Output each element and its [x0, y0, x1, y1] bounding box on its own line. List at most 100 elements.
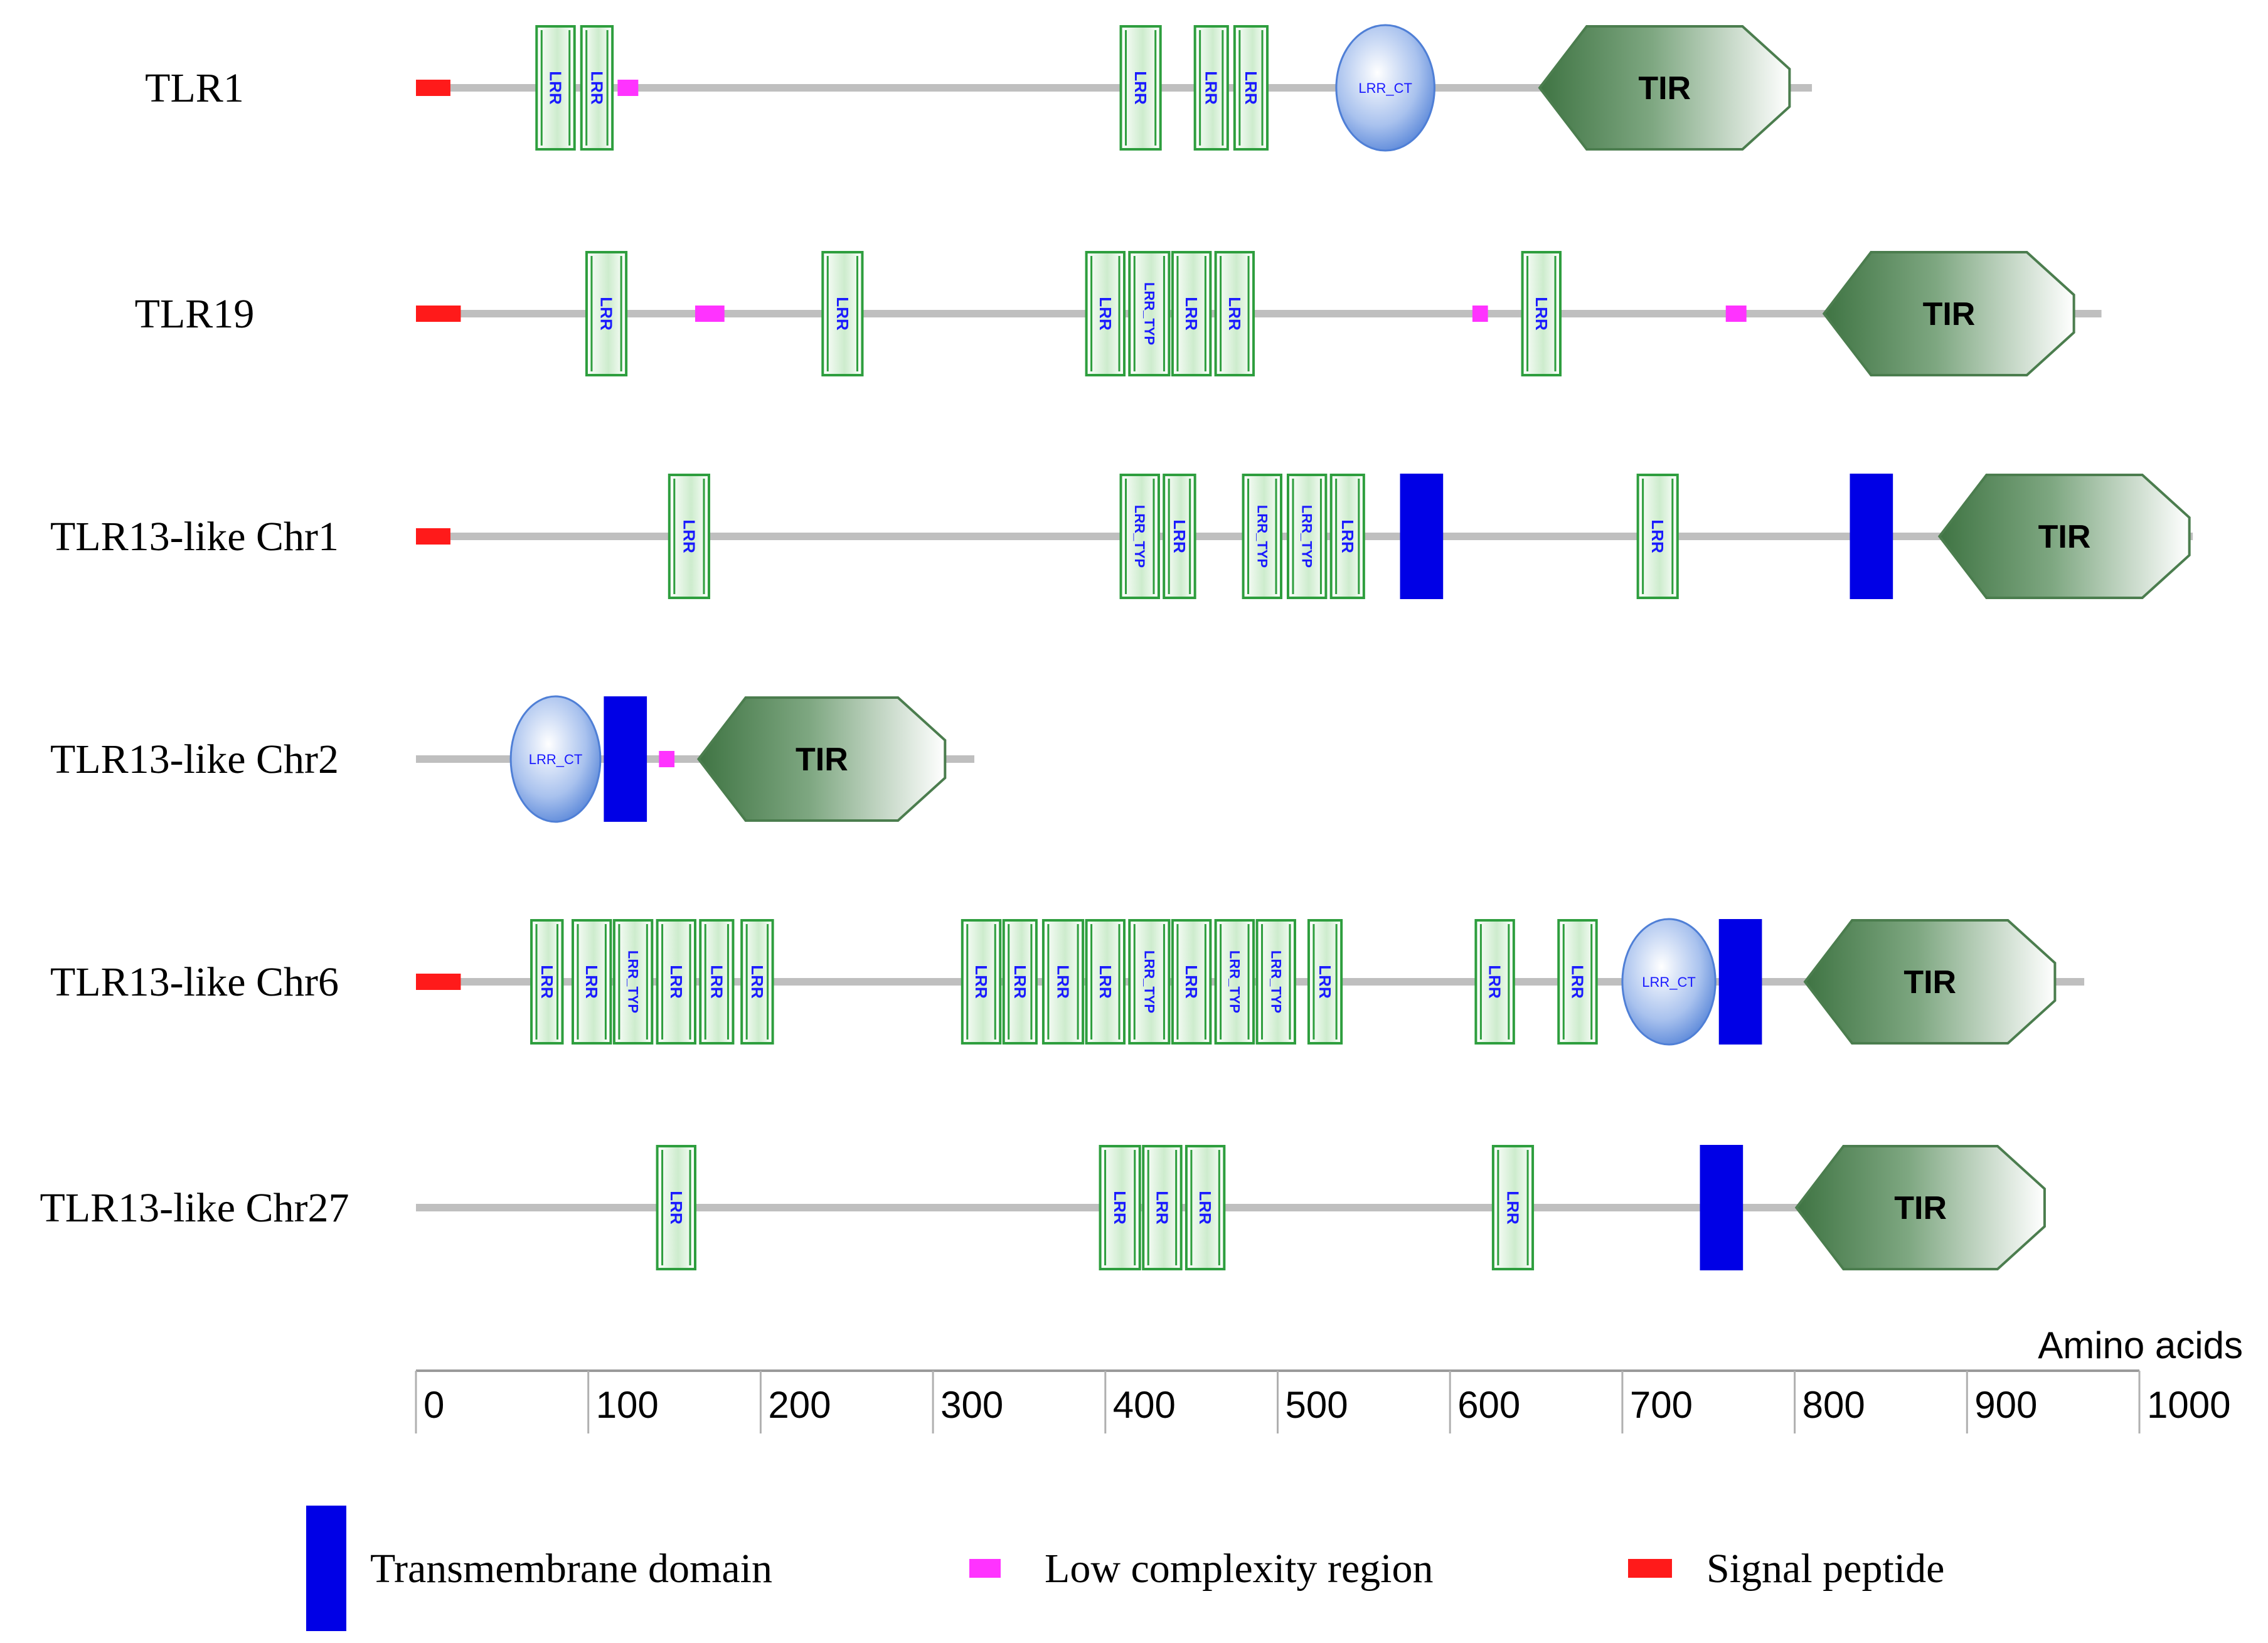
lrr-label: LRR	[1053, 965, 1072, 999]
axis-tick-label: 700	[1630, 1384, 1693, 1426]
lrr-box	[1474, 919, 1515, 1045]
lrr-domain: LRR	[656, 1145, 697, 1270]
lrr-ct-label: LRR_CT	[1642, 974, 1696, 990]
lrr-box	[1142, 1145, 1183, 1270]
legend-swatch	[969, 1559, 1001, 1578]
lrr-label: LRR	[679, 519, 698, 553]
lrr-box	[1041, 919, 1085, 1045]
lrr-ct-ellipse	[509, 695, 602, 823]
lrr-box	[1099, 1145, 1141, 1270]
protein-row: TLR13-like Chr6 LRR LRR LRR_TYP LRR LRR LRR LRR…	[50, 918, 2085, 1046]
legend-item: Signal peptide	[1628, 1546, 1944, 1592]
lrr-label: LRR	[1011, 965, 1030, 999]
legend-item: Low complexity region	[969, 1546, 1434, 1592]
lrr-box	[535, 25, 576, 151]
lrr-label: LRR	[748, 965, 767, 999]
lrr-label: LRR	[597, 297, 616, 331]
lrr-box	[1128, 251, 1171, 376]
lrr-domain: LRR	[1491, 1145, 1535, 1270]
transmembrane-domain	[1700, 1145, 1744, 1270]
lrr-domain: LRR	[1002, 919, 1038, 1045]
legend-swatch	[1628, 1559, 1672, 1578]
lrr-label: LRR	[1096, 297, 1115, 331]
legend-label: Low complexity region	[1045, 1546, 1434, 1592]
tir-label: TIR	[1638, 70, 1691, 107]
lrr-box	[1491, 1145, 1535, 1270]
axis-title: Amino acids	[2038, 1324, 2243, 1366]
signal-peptide	[416, 306, 461, 322]
lrr-label: LRR	[1532, 297, 1551, 331]
lrr-domain: LRR	[1307, 919, 1343, 1045]
protein-label: TLR13-like Chr6	[50, 959, 339, 1005]
lrr-label: LRR	[587, 71, 606, 105]
lrr-label: LRR_TYP	[1254, 505, 1270, 568]
lrr-label: LRR_TYP	[1132, 505, 1147, 568]
lrr-domain: LRR	[1636, 474, 1679, 599]
low-complexity-region	[1725, 306, 1747, 322]
lrr-domain: LRR_TYP	[612, 919, 654, 1045]
legend-item: Transmembrane domain	[306, 1506, 772, 1631]
lrr-box	[1128, 919, 1171, 1045]
lrr-box	[571, 919, 612, 1045]
tir-hexagon	[696, 696, 947, 822]
tir-label: TIR	[1923, 296, 1976, 332]
lrr-domain: LRR	[585, 251, 628, 376]
lrr-domain: LRR	[1557, 919, 1598, 1045]
protein-backbone	[416, 84, 1813, 92]
lrr-domain: LRR	[1171, 919, 1212, 1045]
lrr-label: LRR	[1568, 965, 1587, 999]
low-complexity-region	[695, 306, 725, 322]
lrr-label: LRR	[1202, 71, 1221, 105]
transmembrane-domain	[1718, 919, 1762, 1045]
lrr-label: LRR	[1503, 1191, 1522, 1225]
lrr-domain: LRR	[1119, 25, 1162, 151]
protein-label: TLR19	[135, 291, 255, 337]
lrr-domain: LRR	[580, 25, 614, 151]
lrr-domain: LRR	[1041, 919, 1085, 1045]
protein-label: TLR1	[145, 65, 244, 111]
lrr-domain: LRR	[1142, 1145, 1183, 1270]
lrr-box	[668, 474, 710, 599]
axis-tick-label: 0	[423, 1384, 444, 1426]
low-complexity-region	[659, 751, 675, 767]
lrr-domain: LRR_TYP	[1214, 919, 1255, 1045]
lrr-domain: LRR	[535, 25, 576, 151]
lrr-label: LRR	[582, 965, 601, 999]
protein-label: TLR13-like Chr27	[40, 1185, 349, 1231]
lrr-domain: LRR	[1085, 919, 1126, 1045]
lrr-box	[1085, 919, 1126, 1045]
lrr-label: LRR	[546, 71, 565, 105]
axis-tick-label: 900	[1974, 1384, 2037, 1426]
tir-domain: TIR	[1538, 25, 1791, 151]
lrr-label: LRR	[1242, 71, 1260, 105]
lrr-domain: LRR_TYP	[1286, 474, 1328, 599]
protein-backbone	[416, 1204, 2045, 1211]
axis-tick-label: 1000	[2147, 1384, 2230, 1426]
lrr-domain: LRR	[1329, 474, 1365, 599]
lrr-box	[1171, 251, 1212, 376]
lrr-label: LRR	[1196, 1191, 1215, 1225]
lrr-domain: LRR	[961, 919, 1002, 1045]
tir-hexagon	[1538, 25, 1791, 151]
protein-label: TLR13-like Chr2	[50, 736, 339, 782]
lrr-domain: LRR	[656, 919, 697, 1045]
transmembrane-domain	[604, 696, 647, 822]
tir-hexagon	[1822, 251, 2075, 376]
low-complexity-region	[1472, 306, 1488, 322]
lrr-label: LRR	[1153, 1191, 1171, 1225]
tir-domain: TIR	[1803, 919, 2057, 1045]
lrr-domain: LRR	[699, 919, 735, 1045]
tir-domain: TIR	[1937, 474, 2191, 599]
lrr-ct-label: LRR_CT	[529, 752, 583, 767]
transmembrane-domain	[1850, 474, 1893, 599]
lrr-domain: LRR_TYP	[1242, 474, 1282, 599]
lrr-label: LRR	[1170, 519, 1189, 553]
lrr-label: LRR_TYP	[1227, 950, 1242, 1013]
lrr-label: LRR	[667, 965, 686, 999]
lrr-label: LRR	[1110, 1191, 1129, 1225]
